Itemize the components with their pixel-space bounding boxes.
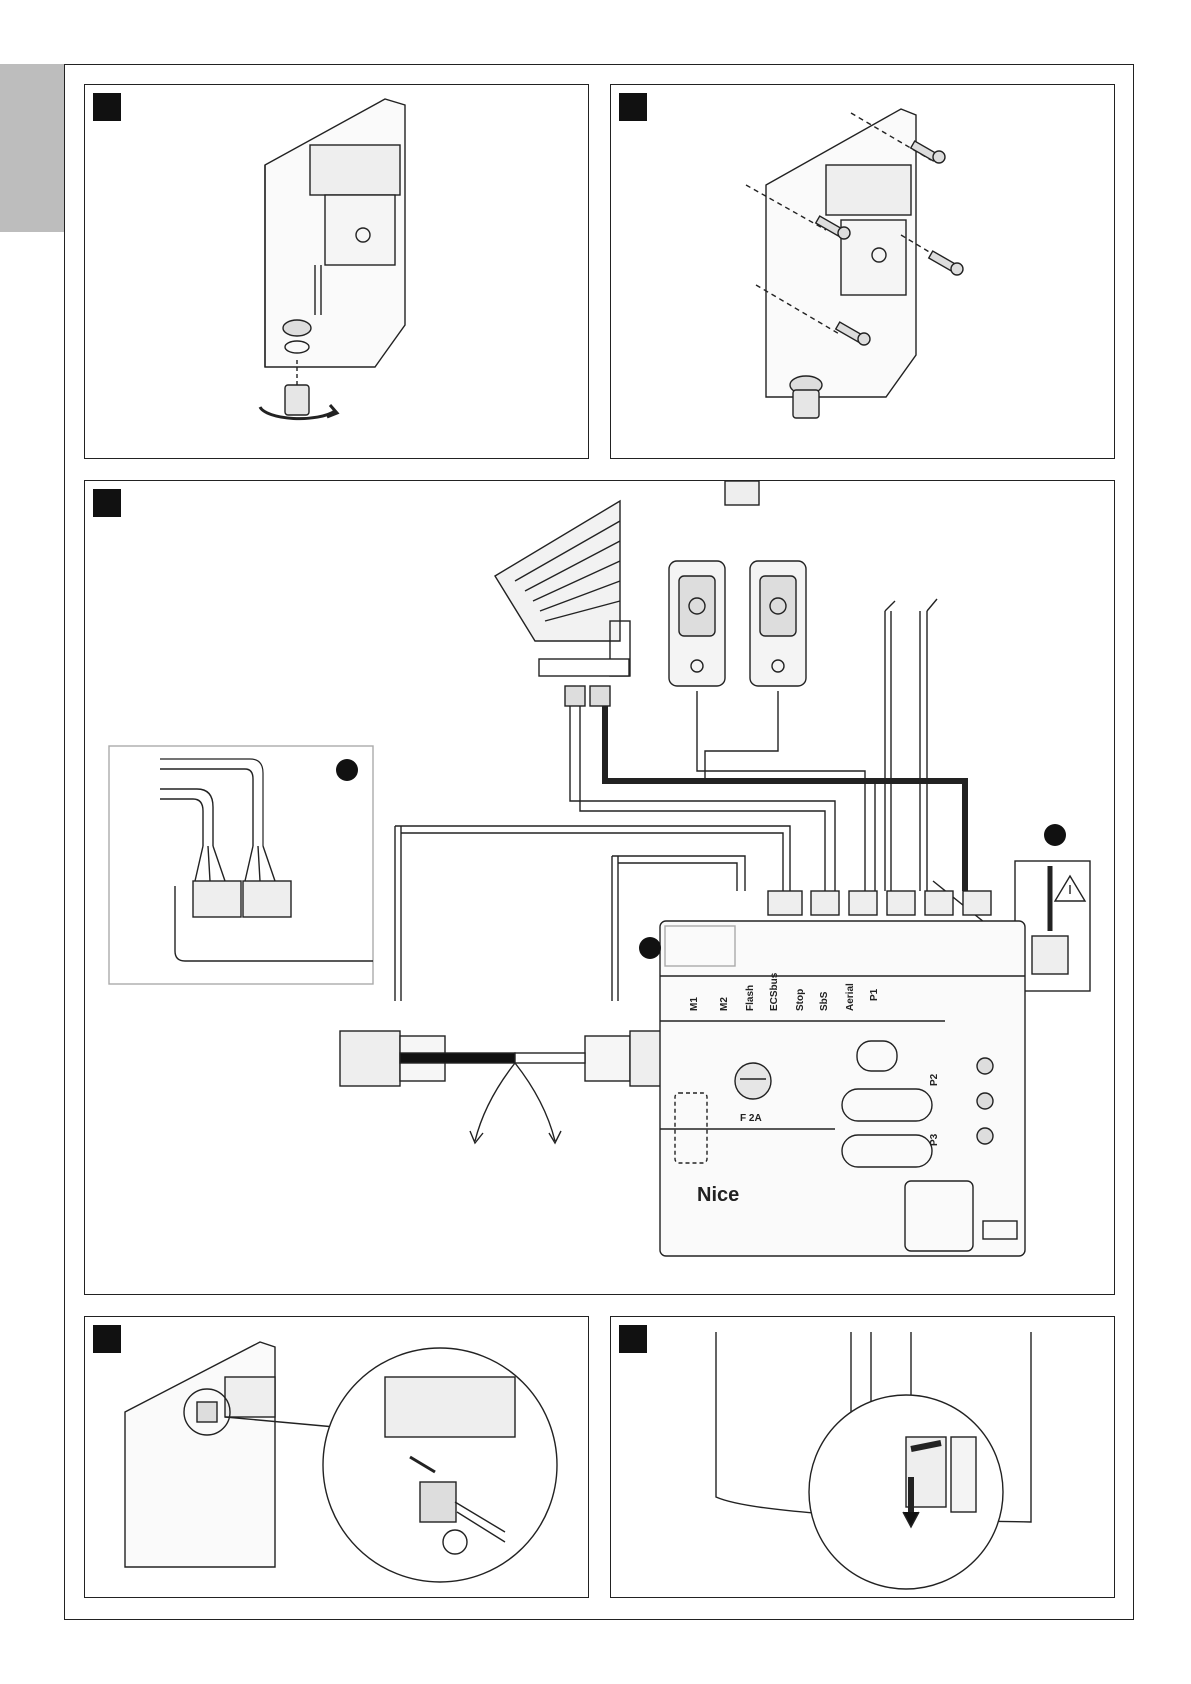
step-badge-5	[619, 1325, 647, 1353]
panel-step-4	[84, 1316, 589, 1598]
panel-step-3-wiring: M1 M2 Flash ECSbus Stop SbS Aerial P1 P2…	[84, 480, 1115, 1295]
illustration-enclosure-screws	[611, 85, 1115, 459]
brand-logo: Nice	[697, 1184, 739, 1206]
terminal-label-m2: M2	[719, 997, 730, 1011]
led-label-p1: P1	[869, 988, 880, 1001]
flashing-lamp	[495, 501, 630, 706]
step-badge-4	[93, 1325, 121, 1353]
illustration-terminal-removal	[85, 1317, 589, 1598]
step-badge-3	[93, 489, 121, 517]
photocell-left	[669, 561, 725, 686]
wiring-diagram: M1 M2 Flash ECSbus Stop SbS Aerial P1 P2…	[85, 481, 1115, 1295]
panel-step-1	[84, 84, 589, 459]
inset-terminal-detail	[109, 746, 373, 984]
illustration-enclosure-gland	[85, 85, 589, 459]
fuse-label: F 2A	[740, 1113, 762, 1124]
terminal-label-sbs: SbS	[819, 991, 830, 1011]
terminal-label-aerial: Aerial	[845, 983, 856, 1011]
led-label-p2: P2	[929, 1073, 940, 1086]
terminal-label-m1: M1	[689, 997, 700, 1011]
panel-step-5	[610, 1316, 1115, 1598]
step-badge-1	[93, 93, 121, 121]
callout-dot-2	[1044, 824, 1066, 846]
step-badge-2	[619, 93, 647, 121]
side-tab	[0, 64, 64, 232]
photocell-right	[750, 561, 806, 686]
illustration-latch-release	[611, 1317, 1115, 1598]
callout-dot-1	[336, 759, 358, 781]
led-label-p3: P3	[929, 1133, 940, 1146]
fuse-icon	[735, 1063, 771, 1099]
terminal-label-flash: Flash	[745, 985, 756, 1011]
terminal-label-ecsbus: ECSbus	[769, 972, 780, 1011]
callout-dot-3	[639, 937, 661, 959]
panel-step-2	[610, 84, 1115, 459]
terminal-label-stop: Stop	[795, 989, 806, 1011]
